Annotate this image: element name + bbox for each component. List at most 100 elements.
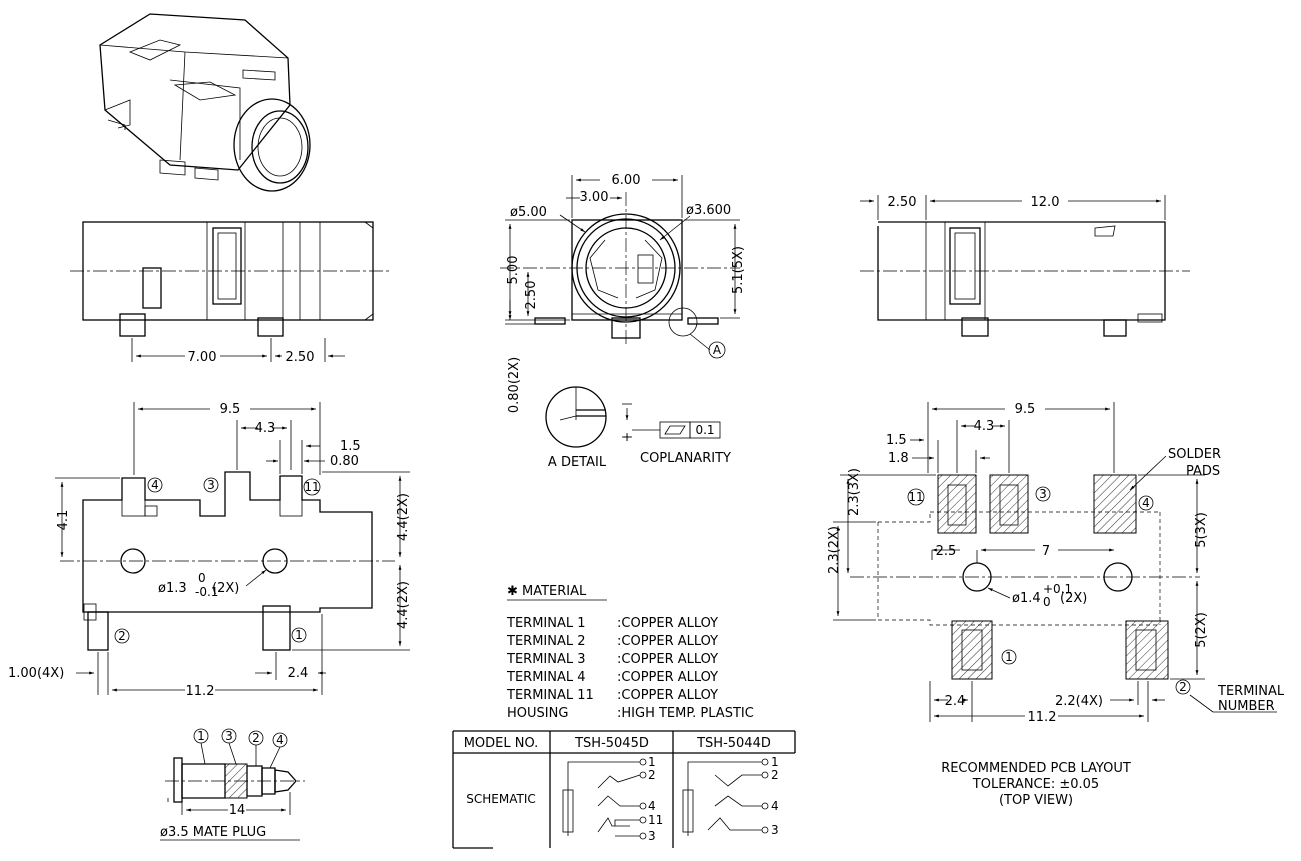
- dim-5-1: 5.1(5X): [731, 246, 746, 294]
- mate-plug: 1 3 2 4 14 ø3.5 MATE PLUG: [160, 728, 305, 841]
- schem-a-pin: 4: [648, 799, 656, 813]
- solder-pads-label-2: PADS: [1186, 464, 1220, 479]
- bottom-view: 4 3 11 2 1 9.5 4.3 1.5 0.80 4.1 4.4(2X) …: [8, 402, 411, 699]
- solder-pads-label-1: SOLDER: [1168, 447, 1221, 462]
- dim-5-00: 5.00: [506, 256, 521, 285]
- pcb-hole-tol-top: +0.1: [1043, 582, 1072, 596]
- table-model-b: TSH-5044D: [696, 736, 771, 751]
- dim-4-4-bot: 4.4(2X): [396, 581, 411, 629]
- dim-dia-5: ø5.00: [510, 205, 547, 220]
- mate-plug-label: ø3.5 MATE PLUG: [160, 825, 266, 840]
- material-row-name: HOUSING: [507, 706, 568, 721]
- pcb-pin-3: 3: [1039, 487, 1047, 501]
- dim-4-1: 4.1: [56, 510, 71, 531]
- pin-3-label: 3: [207, 478, 215, 492]
- pin-4-label: 4: [151, 478, 159, 492]
- material-list: ✱ MATERIAL TERMINAL 1 :COPPER ALLOY TERM…: [506, 584, 754, 721]
- pcb-dim-4-3: 4.3: [974, 419, 995, 434]
- dim-1-5: 1.5: [340, 439, 361, 454]
- pcb-dim-2-5: 2.5: [936, 544, 957, 559]
- pcb-hole-tol-bot: 0: [1043, 595, 1051, 609]
- schem-a-pin: 11: [648, 813, 663, 827]
- pin-2-label: 2: [118, 629, 126, 643]
- side-view-right: 2.50 12.0: [860, 195, 1190, 337]
- terminal-number-label-2: NUMBER: [1218, 699, 1275, 714]
- pcb-caption-1: RECOMMENDED PCB LAYOUT: [941, 761, 1131, 776]
- material-row-value: :COPPER ALLOY: [617, 688, 718, 703]
- pcb-pin-4: 4: [1142, 496, 1150, 510]
- dim-2-50: 2.50: [286, 350, 315, 365]
- dim-9-5: 9.5: [220, 402, 241, 417]
- schem-a-pin: 2: [648, 768, 656, 782]
- pcb-dim-5-3x: 5(3X): [1194, 512, 1209, 548]
- pcb-pin-11: 11: [908, 490, 923, 504]
- schem-b-pin: 1: [771, 755, 779, 769]
- plug-pin-3: 3: [225, 729, 233, 743]
- table-header-model: MODEL NO.: [464, 736, 539, 751]
- dim-11-2: 11.2: [186, 684, 215, 699]
- pcb-hole-count: (2X): [1060, 591, 1087, 606]
- dim-12-0: 12.0: [1031, 195, 1060, 210]
- dim-2-4: 2.4: [288, 666, 309, 681]
- hole-tol-top: 0: [198, 571, 206, 585]
- plus-sign: +: [622, 430, 632, 444]
- material-title: MATERIAL: [522, 584, 587, 599]
- dim-hole-1-3: ø1.3: [158, 581, 187, 596]
- pin-11-label: 11: [304, 480, 319, 494]
- schem-b-pin: 3: [771, 823, 779, 837]
- material-row-name: TERMINAL 1: [506, 616, 586, 631]
- pcb-dim-hole: ø1.4: [1012, 591, 1041, 606]
- pcb-layout: 11 3 4 1 2 9.5 4.3 1.5 1.8 2.3(3X) 2.3(2…: [827, 402, 1285, 808]
- callout-a: A: [713, 343, 722, 357]
- pcb-dim-2-3-2x: 2.3(2X): [827, 526, 842, 574]
- table-model-a: TSH-5045D: [574, 736, 649, 751]
- material-row-value: :COPPER ALLOY: [617, 670, 718, 685]
- pcb-caption-2: TOLERANCE: ±0.05: [972, 777, 1099, 792]
- dim-1-00: 1.00(4X): [8, 666, 64, 681]
- dim-2-50-right: 2.50: [888, 195, 917, 210]
- material-row-value: :COPPER ALLOY: [617, 652, 718, 667]
- pcb-dim-2-3-3x: 2.3(3X): [847, 468, 862, 516]
- pcb-dim-2-4: 2.4: [945, 694, 966, 709]
- pcb-dim-1-5: 1.5: [886, 433, 907, 448]
- detail-a: A DETAIL + 0.1 COPLANARITY: [545, 386, 731, 470]
- coplanarity-value: 0.1: [695, 423, 714, 437]
- schem-b-pin: 2: [771, 768, 779, 782]
- isometric-view: [99, 13, 311, 192]
- pcb-pin-1: 1: [1005, 650, 1013, 664]
- pcb-dim-11-2: 11.2: [1028, 710, 1057, 725]
- material-asterisk: ✱: [507, 584, 518, 599]
- schem-a-pin: 1: [648, 755, 656, 769]
- hole-tol-bot: -0.1: [195, 585, 218, 599]
- plug-pin-4: 4: [276, 733, 284, 747]
- a-detail-label: A DETAIL: [548, 455, 607, 470]
- coplanarity-label: COPLANARITY: [640, 451, 731, 466]
- pcb-dim-9-5: 9.5: [1015, 402, 1036, 417]
- dim-dia-3-6: ø3.600: [686, 203, 731, 218]
- material-row-value: :COPPER ALLOY: [617, 634, 718, 649]
- pcb-pin-2: 2: [1179, 680, 1187, 694]
- terminal-number-label-1: TERMINAL: [1217, 684, 1285, 699]
- material-row-name: TERMINAL 11: [506, 688, 594, 703]
- side-view-left: 7.00 2.50: [70, 221, 390, 365]
- dim-3-00: 3.00: [580, 190, 609, 205]
- material-row-value: :COPPER ALLOY: [617, 616, 718, 631]
- pcb-caption-3: (TOP VIEW): [999, 793, 1073, 808]
- dim-14: 14: [229, 803, 246, 818]
- pcb-dim-5-2x: 5(2X): [1194, 612, 1209, 648]
- material-row-name: TERMINAL 2: [506, 634, 586, 649]
- schematic-a: 1 2 4 11 3: [562, 755, 663, 843]
- plug-pin-2: 2: [252, 731, 260, 745]
- schematic-b: 1 2 4 3: [682, 755, 779, 837]
- dim-6-00: 6.00: [612, 173, 641, 188]
- pcb-dim-1-8: 1.8: [888, 451, 909, 466]
- model-table: MODEL NO. TSH-5045D TSH-5044D SCHEMATIC …: [452, 730, 796, 849]
- plug-pin-1: 1: [197, 729, 205, 743]
- material-row-name: TERMINAL 3: [506, 652, 586, 667]
- pcb-dim-7: 7: [1042, 544, 1050, 559]
- pin-1-label: 1: [295, 628, 303, 642]
- material-row-name: TERMINAL 4: [506, 670, 586, 685]
- dim-0-80-bottom: 0.80: [330, 454, 359, 469]
- hole-count: (2X): [212, 581, 239, 596]
